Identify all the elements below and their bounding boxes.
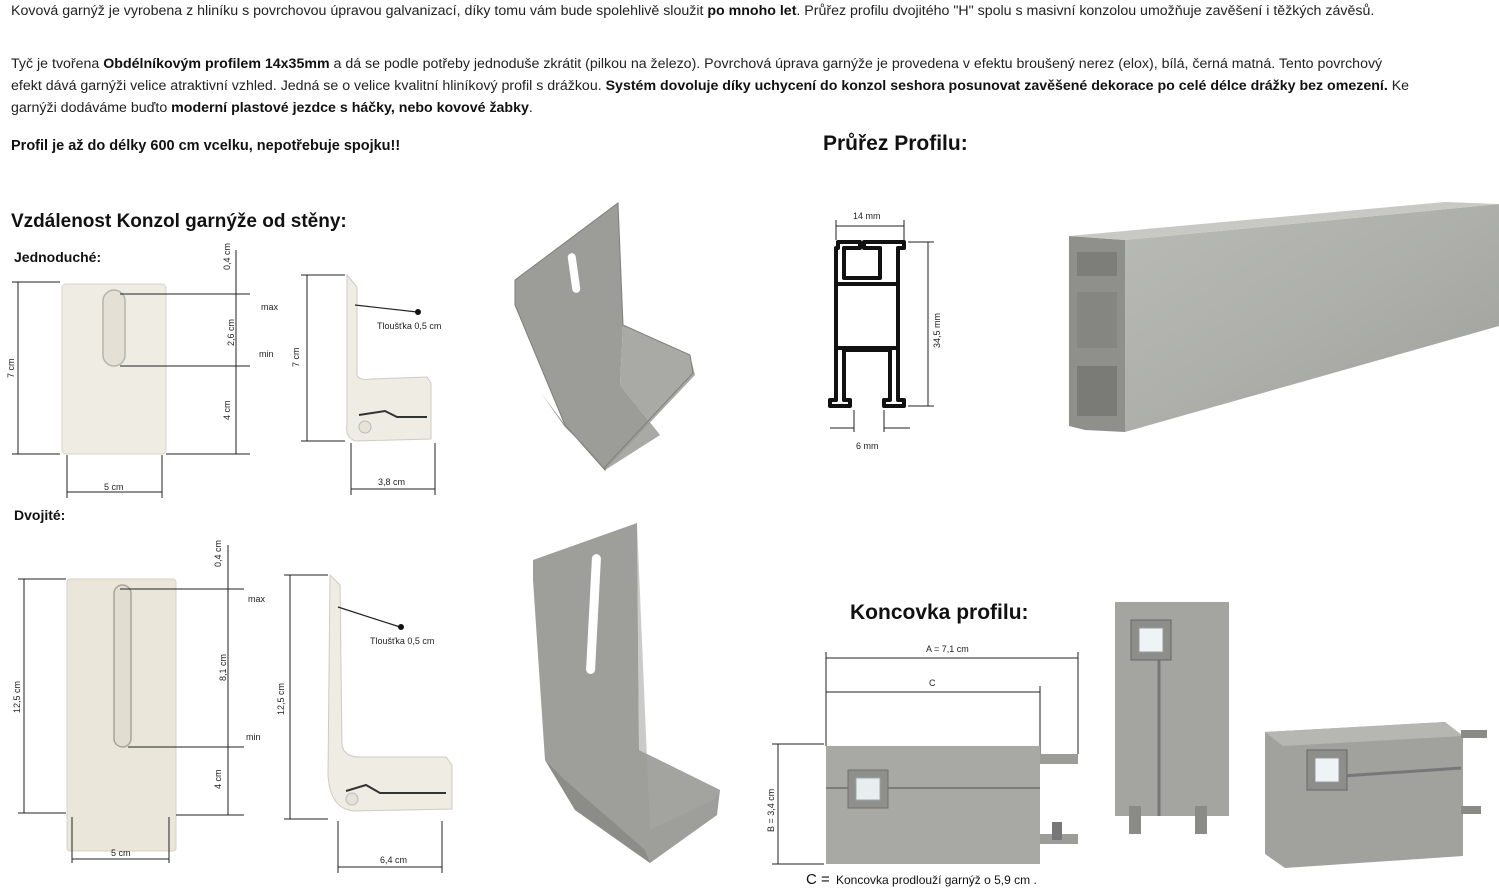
double-height-label: 12,5 cm [12, 681, 22, 713]
single-bracket-photo [514, 202, 695, 472]
double-bracket-photo [533, 523, 720, 863]
intro-paragraph-2: Tyč je tvořena Obdélníkovým profilem 14x… [11, 56, 1410, 116]
profile-length-note: Profil je až do délky 600 cm vcelku, nep… [11, 138, 401, 154]
double-bracket-side-drawing: 12,5 cm Tloušťka 0,5 cm 6,4 cm [276, 573, 453, 873]
profile-slot-label: 6 mm [856, 441, 879, 451]
single-depth-label: 3,8 cm [378, 477, 405, 487]
single-bracket-front-drawing: 7 cm 0,4 cm 2,6 cm 4 cm max min 5 cm [6, 243, 279, 498]
double-width-label: 5 cm [111, 848, 131, 858]
endcap-crystal [855, 777, 881, 801]
profile-h-shape [828, 240, 906, 408]
double-min-label: min [246, 732, 261, 742]
endcap-c-label: C [929, 678, 936, 688]
profile-cross-section: 14 mm 34,5 mm 6 mm [828, 211, 942, 451]
profile-photo [1069, 202, 1499, 432]
endcap-a-label: A = 7,1 cm [926, 644, 969, 654]
emphasis-long-life: po mnoho let [707, 3, 797, 19]
double-side-height-label: 12,5 cm [276, 683, 286, 715]
jednoduche-label: Jednoduché: [14, 249, 102, 265]
single-side-profile [346, 273, 432, 442]
double-bracket-slot [113, 584, 132, 748]
single-width-label: 5 cm [104, 482, 124, 492]
single-lower-label: 4 cm [222, 400, 232, 420]
single-thickness-label: Tloušťka 0,5 cm [377, 321, 441, 331]
endcap-b-label: B = 3,4 cm [766, 789, 776, 832]
konzoly-title: Vzdálenost Konzol garnýže od stěny: [11, 211, 347, 232]
double-thickness-label: Tloušťka 0,5 cm [370, 636, 434, 646]
single-slot-label: 2,6 cm [226, 319, 236, 346]
single-bracket-plate [61, 283, 167, 455]
profile-height-label: 34,5 mm [932, 313, 942, 348]
single-side-height-label: 7 cm [291, 347, 301, 367]
prurez-title: Průřez Profilu: [823, 132, 968, 155]
double-bracket-front-drawing: 12,5 cm 0,4 cm 8,1 cm 4 cm max min 5 cm [12, 540, 266, 863]
endcap-note: Koncovka prodlouží garnýž o 5,9 cm . [836, 873, 1037, 887]
endcap-photo [1115, 602, 1487, 868]
double-depth-label: 6,4 cm [380, 855, 407, 865]
single-max-label: max [261, 302, 279, 312]
koncovka-title: Koncovka profilu: [850, 601, 1029, 624]
profile-body [1125, 204, 1499, 432]
profile-width-label: 14 mm [853, 211, 881, 221]
double-side-profile [327, 573, 453, 812]
intro-paragraph-1: Kovová garnýž je vyrobena z hliníku s po… [11, 3, 1375, 19]
single-bracket-slot [102, 289, 126, 367]
double-max-label: max [248, 594, 266, 604]
double-lower-label: 4 cm [213, 769, 223, 789]
single-bracket-side-drawing: 7 cm Tloušťka 0,5 cm 3,8 cm [291, 273, 441, 495]
single-min-label: min [259, 349, 274, 359]
double-slot-label: 8,1 cm [218, 654, 228, 681]
single-height-label: 7 cm [6, 358, 16, 378]
double-top-gap-label: 0,4 cm [213, 540, 223, 567]
endcap-note-c: C = [806, 871, 830, 888]
single-top-gap-label: 0,4 cm [222, 243, 232, 270]
endcap-drawing: A = 7,1 cm C B = 3,4 cm C = Koncovka pro… [766, 644, 1079, 888]
dvojite-label: Dvojité: [14, 507, 66, 523]
